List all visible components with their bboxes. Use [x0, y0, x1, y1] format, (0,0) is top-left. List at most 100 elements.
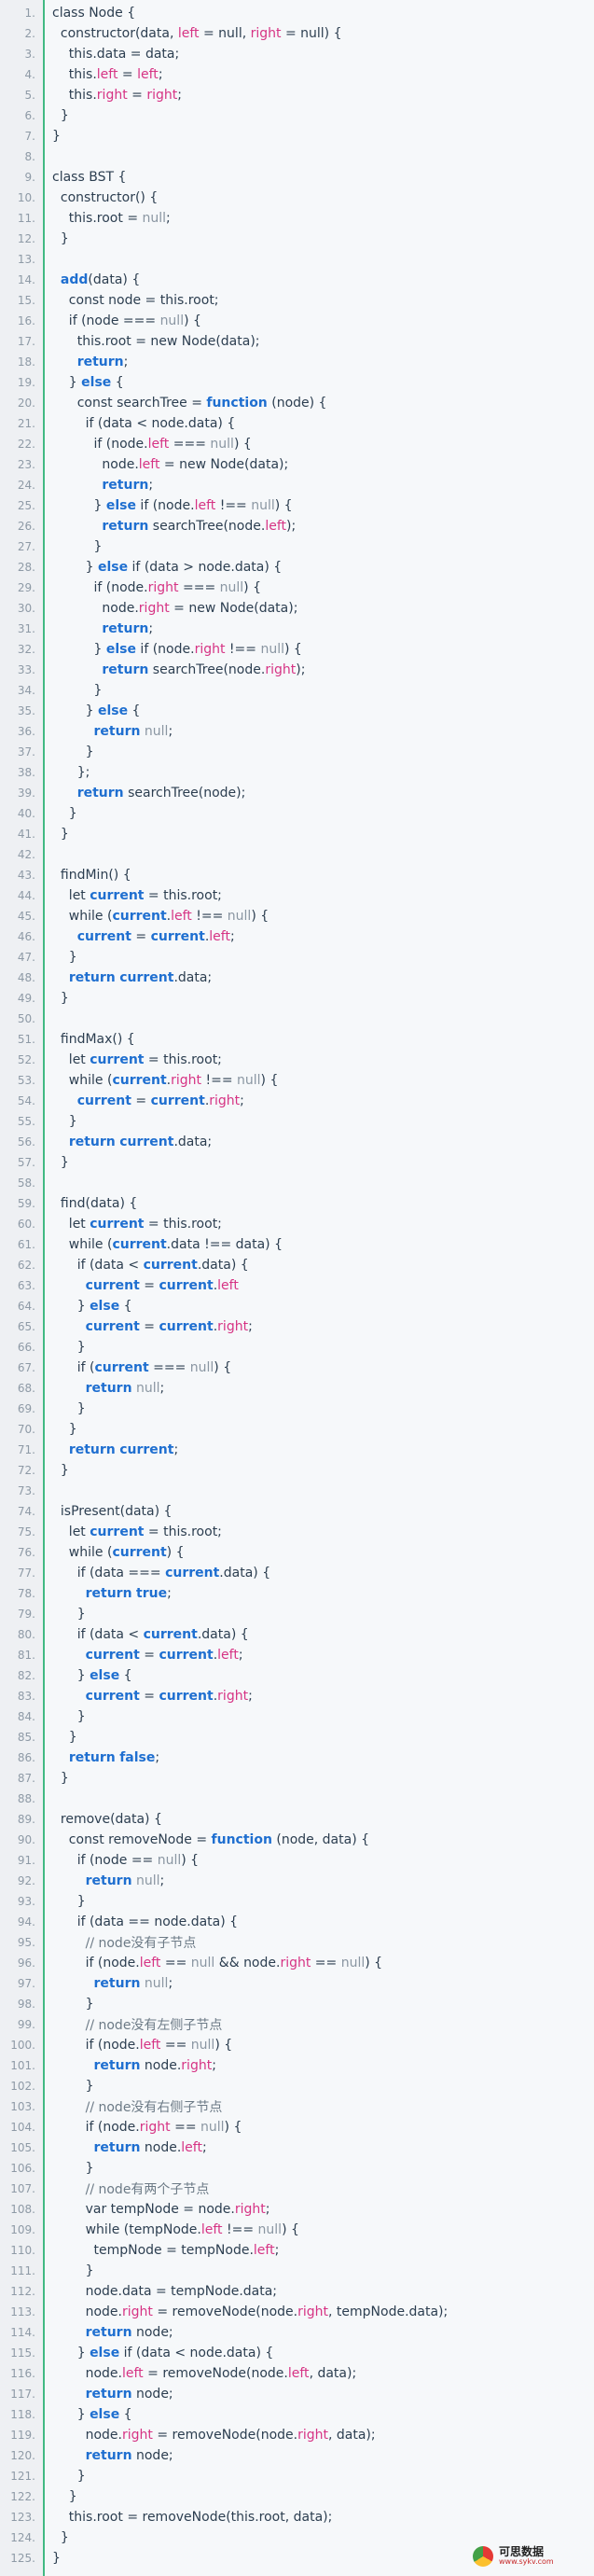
code-token: const node = this.root; [52, 293, 219, 308]
line-number: 25. [17, 499, 35, 512]
code-line: 75. let current = this.root; [0, 1522, 594, 1542]
code-token: return [85, 1381, 132, 1396]
code-token: } [52, 108, 69, 123]
code-token: while ( [52, 909, 113, 924]
code-token: if (node. [135, 642, 195, 657]
code-token [52, 1135, 69, 1149]
code-text: return searchTree(node.left); [35, 519, 296, 534]
code-line: 53. while (current.right !== null) { [0, 1070, 594, 1091]
code-text: } [35, 950, 77, 965]
code-token: !== [222, 2222, 258, 2237]
code-line: 92. return null; [0, 1871, 594, 1891]
code-token: } [52, 2161, 94, 2176]
code-token: { [119, 1299, 132, 1314]
code-token: node. [52, 2366, 122, 2381]
code-token: tempNode = tempNode. [52, 2243, 254, 2258]
code-token: node; [131, 2387, 173, 2402]
code-text: if (data < node.data) { [35, 416, 236, 431]
line-number: 23. [17, 458, 35, 471]
code-token: null [190, 2038, 215, 2053]
line-number: 45. [17, 910, 35, 923]
line-number: 114. [10, 2326, 35, 2339]
line-number: 35. [17, 704, 35, 717]
code-line: 7.} [0, 126, 594, 146]
code-text: } else if (data < node.data) { [35, 2346, 274, 2360]
code-token: ) { [274, 498, 293, 513]
code-token [52, 1873, 86, 1888]
line-number: 47. [17, 951, 35, 964]
code-line: 89. remove(data) { [0, 1809, 594, 1830]
code-line: 27. } [0, 536, 594, 557]
code-token: ) { [260, 1073, 279, 1088]
code-line: 99. // node没有左侧子节点 [0, 2014, 594, 2035]
code-token: } [52, 1299, 90, 1314]
code-text: // node没有左侧子节点 [35, 2015, 223, 2034]
code-line: 110. tempNode = tempNode.left; [0, 2240, 594, 2261]
code-line: 96. if (node.left == null && node.right … [0, 1953, 594, 1973]
code-token: left [147, 437, 170, 452]
line-number: 53. [17, 1074, 35, 1087]
code-line: 57. } [0, 1152, 594, 1173]
line-number: 83. [17, 1690, 35, 1703]
code-token: left [287, 2366, 310, 2381]
code-token: } [52, 2551, 61, 2566]
code-token: } [52, 991, 69, 1006]
code-text: node.right = removeNode(node.right, temp… [35, 2304, 449, 2319]
code-token: node. [52, 2304, 122, 2319]
code-line: 123. this.root = removeNode(this.root, d… [0, 2507, 594, 2527]
code-token: null [189, 1360, 214, 1375]
code-token: = this.root; [144, 1217, 222, 1232]
code-line: 74. isPresent(data) { [0, 1501, 594, 1522]
code-token: else [90, 1299, 120, 1314]
line-number: 62. [17, 1259, 35, 1272]
line-number-gutter [0, 0, 45, 2576]
code-text: class BST { [35, 170, 126, 185]
code-token: } [52, 2469, 86, 2484]
code-line: 64. } else { [0, 1296, 594, 1316]
code-line: 44. let current = this.root; [0, 885, 594, 906]
code-token: = new Node(data); [169, 601, 298, 616]
code-token: ; [166, 211, 171, 226]
code-token: } [52, 1771, 69, 1786]
line-number: 41. [17, 828, 35, 841]
line-number: 106. [10, 2162, 35, 2175]
line-number: 31. [17, 622, 35, 635]
code-text: } [35, 806, 77, 821]
line-number: 60. [17, 1218, 35, 1231]
code-line: 17. this.root = new Node(data); [0, 331, 594, 352]
code-text: return null; [35, 1381, 165, 1396]
line-number: 59. [17, 1197, 35, 1210]
code-line: 79. } [0, 1604, 594, 1624]
line-number: 69. [17, 1402, 35, 1415]
code-text: while (current) { [35, 1545, 185, 1560]
code-token: current [119, 1442, 174, 1457]
line-number: 15. [17, 294, 35, 307]
code-token: } [52, 1114, 77, 1129]
code-line: 108. var tempNode = node.right; [0, 2199, 594, 2220]
code-token: current [143, 1258, 198, 1273]
code-text: node.left = removeNode(node.left, data); [35, 2366, 357, 2381]
code-token: { [128, 703, 141, 718]
code-text: } else if (node.right !== null) { [35, 642, 302, 657]
code-token: right [147, 580, 179, 595]
code-line: 37. } [0, 742, 594, 762]
code-token: return [85, 1586, 132, 1601]
line-number: 90. [17, 1833, 35, 1846]
code-token: } [52, 683, 103, 698]
code-text: if (current === null) { [35, 1360, 231, 1375]
code-token: null [142, 211, 167, 226]
line-number: 57. [17, 1156, 35, 1169]
code-token [52, 2018, 86, 2033]
code-text: return node; [35, 2325, 173, 2340]
line-number: 13. [17, 253, 35, 266]
code-token: } [52, 1709, 86, 1724]
code-text: } [35, 1997, 94, 2012]
code-token: if (data < node.data) { [52, 416, 236, 431]
code-line: 26. return searchTree(node.left); [0, 516, 594, 536]
code-token: return [102, 519, 149, 534]
code-token: null [219, 580, 244, 595]
code-token: = null) { [281, 26, 342, 41]
code-line: 1.class Node { [0, 3, 594, 23]
code-text: } [35, 1422, 77, 1437]
code-line: 70. } [0, 1419, 594, 1440]
